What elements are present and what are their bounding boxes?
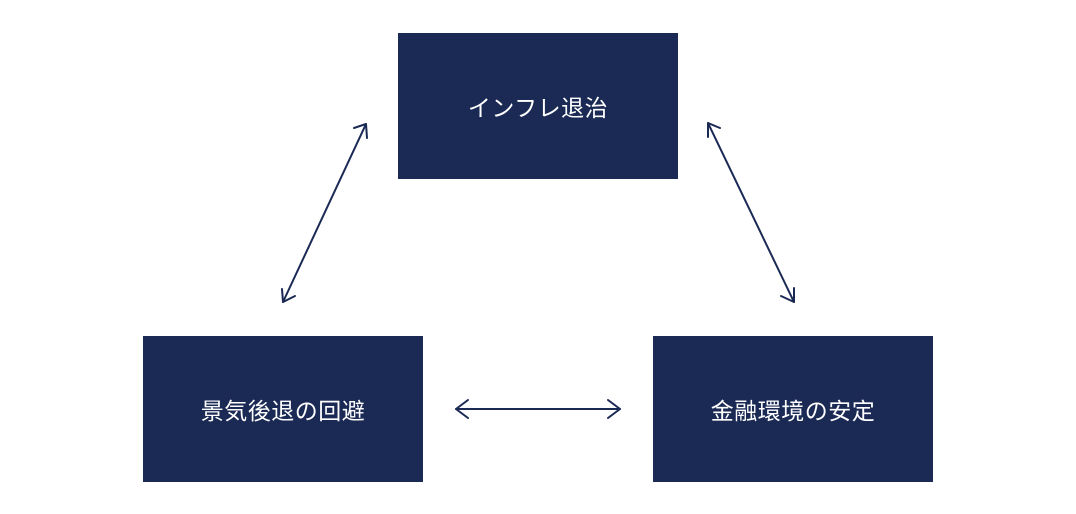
node-inflation-fight: インフレ退治 <box>398 33 678 179</box>
node-financial-stability: 金融環境の安定 <box>653 336 933 482</box>
node-inflation-fight-label: インフレ退治 <box>467 96 609 122</box>
edge-top-left-arrowhead-bottom <box>281 288 296 303</box>
edge-left-right-arrowhead-left <box>455 399 469 419</box>
edge-top-right-arrowhead-top <box>707 122 721 138</box>
edge-top-right-line <box>707 122 795 303</box>
edge-left-right-arrowhead-right <box>607 399 621 419</box>
edge-top-left-line <box>282 123 367 303</box>
node-recession-avoidance: 景気後退の回避 <box>143 336 423 482</box>
edge-top-left-arrowhead-top <box>353 123 368 139</box>
node-financial-stability-label: 金融環境の安定 <box>710 399 876 425</box>
node-recession-avoidance-label: 景気後退の回避 <box>200 399 366 425</box>
edge-top-right-arrowhead-bottom <box>780 287 795 303</box>
